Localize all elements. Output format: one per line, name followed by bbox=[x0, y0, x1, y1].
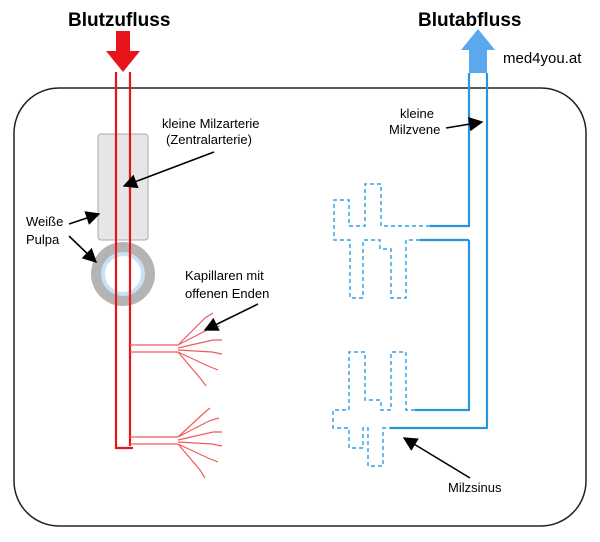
inflow-label: Blutzufluss bbox=[68, 10, 170, 31]
capillary-branch-lower bbox=[130, 407, 223, 479]
white-pulp-label-line1: Weiße bbox=[26, 214, 63, 229]
splenic-sinus-upper bbox=[333, 183, 430, 299]
capillaries-pointer-arrow bbox=[203, 303, 259, 331]
sinus-label: Milzsinus bbox=[448, 480, 502, 495]
artery-label-line1: kleine Milzarterie bbox=[162, 116, 260, 131]
vein-pointer-arrow bbox=[445, 117, 484, 132]
splenic-sinus-lower bbox=[332, 351, 415, 467]
pointer-arrows bbox=[68, 117, 484, 479]
central-artery bbox=[114, 72, 133, 450]
vein-label-line1: kleine bbox=[400, 106, 434, 121]
sinus-pointer-arrow bbox=[402, 437, 471, 479]
capillaries-label-line1: Kapillaren mit bbox=[185, 268, 264, 283]
capillaries-label-line2: offenen Enden bbox=[185, 286, 269, 301]
vein-label-line2: Milzvene bbox=[389, 122, 440, 137]
artery-label-line2: (Zentralarterie) bbox=[166, 132, 252, 147]
white-pulp-pointer-arrow-lower bbox=[68, 235, 98, 263]
outflow-label: Blutabfluss bbox=[418, 10, 521, 31]
white-pulp-follicle bbox=[91, 242, 155, 306]
white-pulp-pointer-arrow-upper bbox=[68, 211, 101, 225]
white-pulp-label-line2: Pulpa bbox=[26, 232, 60, 247]
inflow-arrow-icon bbox=[106, 31, 140, 72]
white-pulp-sheath bbox=[97, 133, 149, 241]
organ-outline bbox=[13, 87, 587, 527]
watermark: med4you.at bbox=[503, 50, 582, 67]
outflow-arrow-icon bbox=[461, 29, 495, 73]
artery-pointer-arrow bbox=[122, 151, 215, 189]
capillary-branch-upper bbox=[130, 312, 223, 387]
